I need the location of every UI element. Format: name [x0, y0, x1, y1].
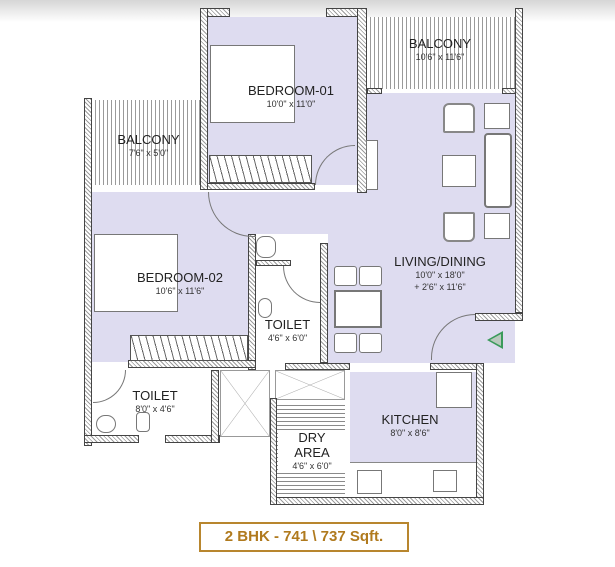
top-gradient — [0, 0, 615, 22]
wall — [165, 435, 220, 443]
room-label: DRY AREA 4'6" x 6'0" — [278, 430, 346, 472]
wall — [200, 8, 208, 190]
room-size: 7'6" x 5'0" — [128, 148, 169, 158]
wall — [476, 363, 484, 505]
room-size: 4'6" x 6'0" — [267, 333, 308, 343]
wall — [207, 183, 315, 190]
kitchen-sink — [357, 470, 382, 494]
wall — [502, 88, 516, 94]
room-name: TOILET — [132, 388, 178, 403]
shaft-area-2 — [275, 370, 345, 400]
wall — [211, 370, 219, 443]
wall — [84, 98, 92, 446]
sofa — [484, 133, 512, 208]
room-label: BEDROOM-01 10'0" x 11'0" — [226, 83, 356, 110]
shaft-area — [220, 370, 270, 437]
room-label: TOILET 8'0" x 4'6" — [100, 388, 210, 415]
room-name: BEDROOM-01 — [248, 83, 334, 98]
dining-chair — [334, 266, 357, 286]
wardrobe-01 — [209, 155, 312, 183]
balcony-top-area — [367, 17, 517, 89]
room-label: TOILET 4'6" x 6'0" — [255, 317, 320, 344]
room-size: 10'6" x 11'6" — [415, 52, 465, 62]
dining-table — [334, 290, 382, 328]
balcony-left-area — [92, 100, 200, 185]
room-size-extra: + 2'6" x 11'6" — [414, 282, 466, 292]
wall — [367, 88, 382, 94]
room-name: BALCONY — [408, 36, 472, 51]
stove — [433, 470, 457, 492]
unit-area-badge: 2 BHK - 741 \ 737 Sqft. — [199, 522, 409, 552]
room-name: KITCHEN — [381, 412, 439, 427]
tv-unit — [366, 140, 378, 190]
armchair — [443, 212, 475, 242]
room-name-2: AREA — [294, 445, 330, 460]
wall — [475, 313, 523, 321]
room-size: 10'0" x 11'0" — [266, 99, 316, 109]
fridge — [436, 372, 472, 408]
room-size: 8'0" x 8'6" — [390, 428, 430, 438]
dining-chair — [359, 266, 382, 286]
room-label: KITCHEN 8'0" x 8'6" — [350, 412, 470, 439]
bed-01 — [210, 45, 295, 123]
wall — [84, 435, 139, 443]
wardrobe-02 — [130, 335, 248, 361]
wc — [258, 298, 272, 318]
washbasin — [96, 415, 116, 433]
armchair — [443, 103, 475, 133]
room-name: BEDROOM-02 — [137, 270, 223, 285]
dining-chair — [359, 333, 382, 353]
wall — [515, 8, 523, 313]
wall — [128, 360, 256, 368]
room-label: BALCONY 10'6" x 11'6" — [375, 36, 505, 63]
entry-arrow-icon — [487, 331, 503, 349]
room-size: 8'0" x 4'6" — [135, 404, 175, 414]
wall — [320, 243, 328, 363]
wall — [285, 363, 350, 370]
bed-02 — [94, 234, 178, 312]
room-name: BALCONY — [117, 132, 180, 147]
room-label: BALCONY 7'6" x 5'0" — [92, 132, 205, 159]
wall — [248, 234, 256, 370]
wall — [270, 398, 277, 505]
room-name: DRY — [298, 430, 326, 445]
room-name: LIVING/DINING — [394, 254, 486, 269]
room-name: TOILET — [264, 317, 311, 332]
wall — [357, 8, 367, 193]
washbasin — [256, 236, 276, 258]
room-size: 10'0" x 18'0" — [415, 270, 465, 280]
room-size: 4'6" x 6'0" — [292, 461, 332, 471]
side-table — [484, 213, 510, 239]
wall — [256, 260, 291, 266]
room-label: LIVING/DINING 10'0" x 18'0" + 2'6" x 11'… — [375, 254, 505, 293]
dining-chair — [334, 333, 357, 353]
room-size: 10'6" x 11'6" — [155, 286, 205, 296]
coffee-table — [442, 155, 476, 187]
room-label: BEDROOM-02 10'6" x 11'6" — [115, 270, 245, 297]
wall — [272, 497, 484, 505]
wc — [136, 412, 150, 432]
side-table — [484, 103, 510, 129]
